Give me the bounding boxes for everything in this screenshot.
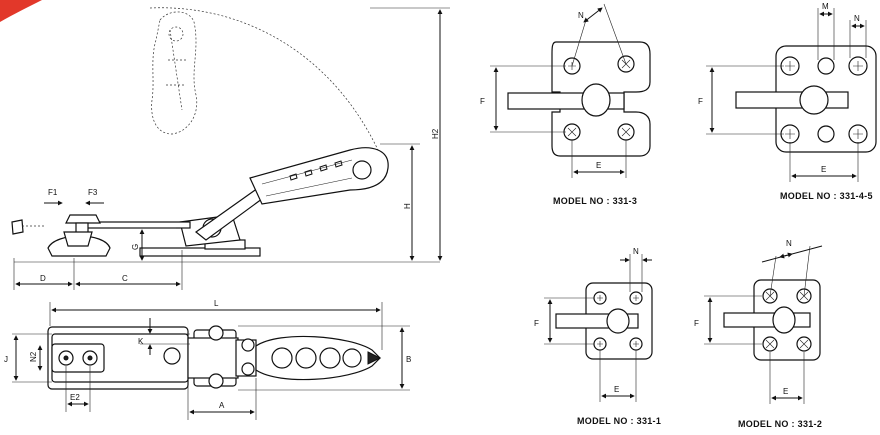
label-c: C <box>122 274 128 283</box>
label-b: B <box>406 355 411 364</box>
mount-331-3-f: F <box>480 97 485 106</box>
label-d: D <box>40 274 46 283</box>
arm-stub <box>723 312 811 328</box>
mount-331-4-5-caption: MODEL NO : 331-4-5 <box>780 191 873 201</box>
label-n2: N2 <box>29 351 38 362</box>
mount-331-1-caption: MODEL NO : 331-1 <box>577 416 661 426</box>
mount-331-1-n: N <box>633 247 639 256</box>
handle-knob <box>352 160 372 180</box>
mount-331-4-5-f: F <box>698 97 703 106</box>
screw-part <box>11 219 24 235</box>
label-f1: F1 <box>48 188 58 197</box>
handle-top <box>255 335 381 381</box>
mount-view-331-3: N F E MODEL NO : 331-3 <box>480 3 651 206</box>
arm-stub <box>735 91 849 109</box>
handle <box>249 147 389 205</box>
ghost-handle <box>151 11 198 135</box>
mount-331-1-f: F <box>534 319 539 328</box>
label-g: G <box>131 244 140 250</box>
mount-331-1-e: E <box>614 385 619 394</box>
mount-view-331-2: N F E MODEL NO : 331-2 <box>694 239 823 429</box>
swing-arc <box>149 7 379 151</box>
mount-331-4-5-n: N <box>854 14 860 23</box>
mount-view-331-4-5: M N F E MODEL NO : 331-4-5 <box>698 2 877 201</box>
mount-331-2-f: F <box>694 319 699 328</box>
mount-331-3-e: E <box>596 161 601 170</box>
mount-331-3-n: N <box>578 11 584 20</box>
mount-331-2-n: N <box>786 239 792 248</box>
side-view: F1 F3 D C G H H2 <box>11 7 450 290</box>
label-a: A <box>219 401 225 410</box>
label-f3: F3 <box>88 188 98 197</box>
spindle-arm <box>85 221 191 229</box>
label-j: J <box>4 355 8 364</box>
mount-331-4-5-m: M <box>822 2 829 11</box>
mount-331-4-5-e: E <box>821 165 826 174</box>
corner-accent <box>0 0 42 22</box>
top-view: L B J N2 K E2 A <box>4 299 411 420</box>
mount-view-331-1: N F E MODEL NO : 331-1 <box>534 247 661 426</box>
label-h: H <box>403 203 412 209</box>
label-h2: H2 <box>431 128 440 139</box>
nut <box>65 214 101 224</box>
label-e2: E2 <box>70 393 80 402</box>
mount-331-2-e: E <box>783 387 788 396</box>
label-k: K <box>138 337 144 346</box>
mount-331-2-caption: MODEL NO : 331-2 <box>738 419 822 429</box>
label-l: L <box>214 299 219 308</box>
mount-331-3-caption: MODEL NO : 331-3 <box>553 196 637 206</box>
